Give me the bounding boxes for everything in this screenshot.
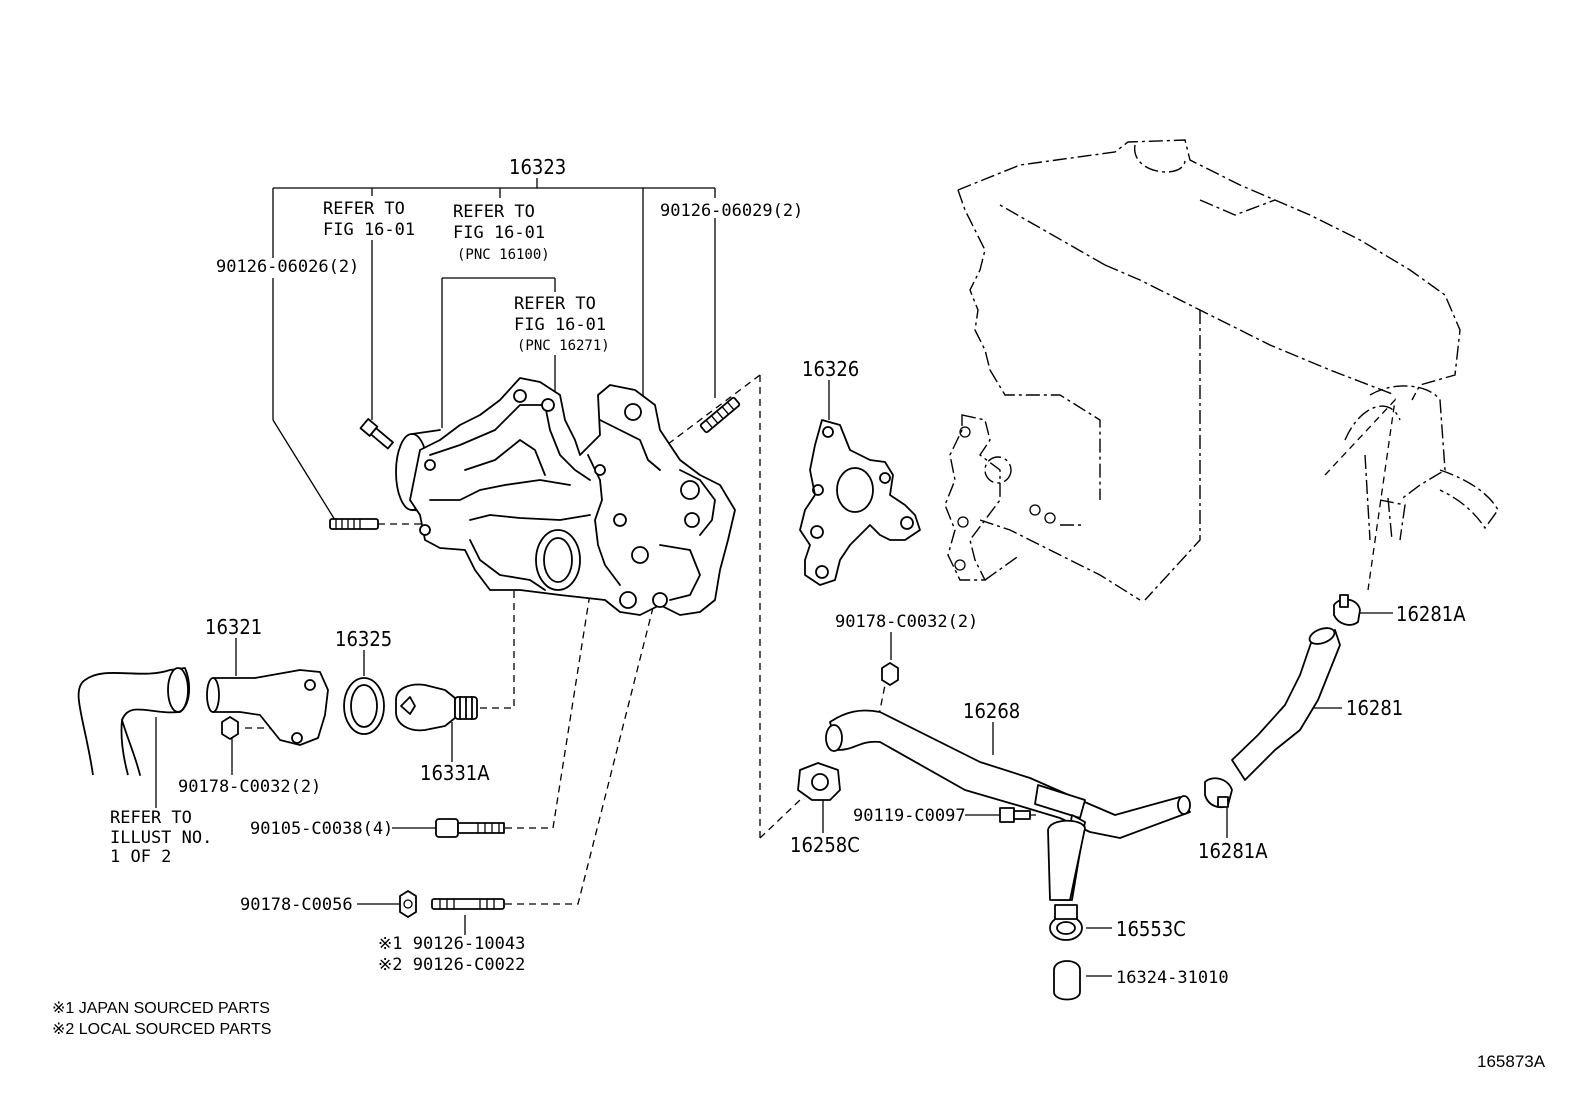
- water-inlet-16321: [206, 669, 329, 746]
- label-refer-4c: 1 OF 2: [110, 847, 171, 867]
- label-refer-1b: FIG 16-01: [323, 220, 415, 240]
- fasteners: [221, 396, 1031, 918]
- label-90126-10043: ※1 90126-10043: [378, 934, 525, 954]
- label-16281: 16281: [1346, 696, 1403, 720]
- label-16258C: 16258C: [790, 833, 860, 857]
- gasket-16258C: [797, 762, 841, 801]
- label-refer-4a: REFER TO: [110, 808, 192, 828]
- hose-16281: [1231, 627, 1341, 781]
- label-refer-2a: REFER TO: [453, 202, 535, 222]
- label-16281A-top: 16281A: [1396, 602, 1466, 626]
- leader-lines: [155, 178, 1393, 977]
- footnotes: ※1 JAPAN SOURCED PARTS ※2 LOCAL SOURCED …: [52, 1000, 271, 1038]
- footnote-local: ※2 LOCAL SOURCED PARTS: [52, 1021, 271, 1038]
- thermostat-16331A: [395, 683, 478, 732]
- label-refer-2c: (PNC 16100): [457, 247, 550, 263]
- label-refer-2b: FIG 16-01: [453, 223, 545, 243]
- label-16326: 16326: [802, 357, 859, 381]
- label-16331A: 16331A: [420, 761, 490, 785]
- water-pump-housing: [395, 377, 736, 616]
- label-90126-06026: 90126-06026(2): [216, 257, 359, 277]
- label-90178-C0032-right: 90178-C0032(2): [835, 612, 978, 632]
- engine-block-outline: [944, 139, 1499, 601]
- illustration-id: 165873A: [1477, 1052, 1546, 1071]
- label-90178-C0056: 90178-C0056: [240, 895, 353, 915]
- label-16324-31010: 16324-31010: [1116, 968, 1229, 988]
- label-refer-4b: ILLUST NO.: [110, 828, 212, 848]
- footnote-japan: ※1 JAPAN SOURCED PARTS: [52, 1000, 270, 1017]
- label-90178-C0032-left: 90178-C0032(2): [178, 777, 321, 797]
- gasket-ring-16325: [343, 677, 385, 735]
- label-16553C: 16553C: [1116, 917, 1186, 941]
- gasket-16326: [799, 419, 921, 586]
- label-90105-C0038: 90105-C0038(4): [250, 819, 393, 839]
- label-90126-06029: 90126-06029(2): [660, 201, 803, 221]
- label-refer-1a: REFER TO: [323, 199, 405, 219]
- clamp-16553C: [1049, 904, 1083, 941]
- label-16325: 16325: [335, 627, 392, 651]
- label-16268: 16268: [963, 699, 1020, 723]
- part-labels: 16323 REFER TO FIG 16-01 REFER TO FIG 16…: [110, 155, 1466, 988]
- bypass-pipe-16268: [825, 709, 1191, 901]
- label-16281A-bottom: 16281A: [1198, 839, 1268, 863]
- clamp-16281A-top: [1333, 594, 1361, 626]
- label-refer-3c: (PNC 16271): [517, 338, 610, 354]
- label-16321: 16321: [205, 615, 262, 639]
- cap-16324-31010: [1053, 960, 1081, 1001]
- radiator-hose-left: [77, 667, 191, 776]
- label-90119-C0097: 90119-C0097: [853, 806, 966, 826]
- clamp-16281A-bottom: [1204, 777, 1233, 808]
- label-refer-3b: FIG 16-01: [514, 315, 606, 335]
- label-16323: 16323: [509, 155, 566, 179]
- label-90126-C0022: ※2 90126-C0022: [378, 955, 525, 975]
- label-refer-3a: REFER TO: [514, 294, 596, 314]
